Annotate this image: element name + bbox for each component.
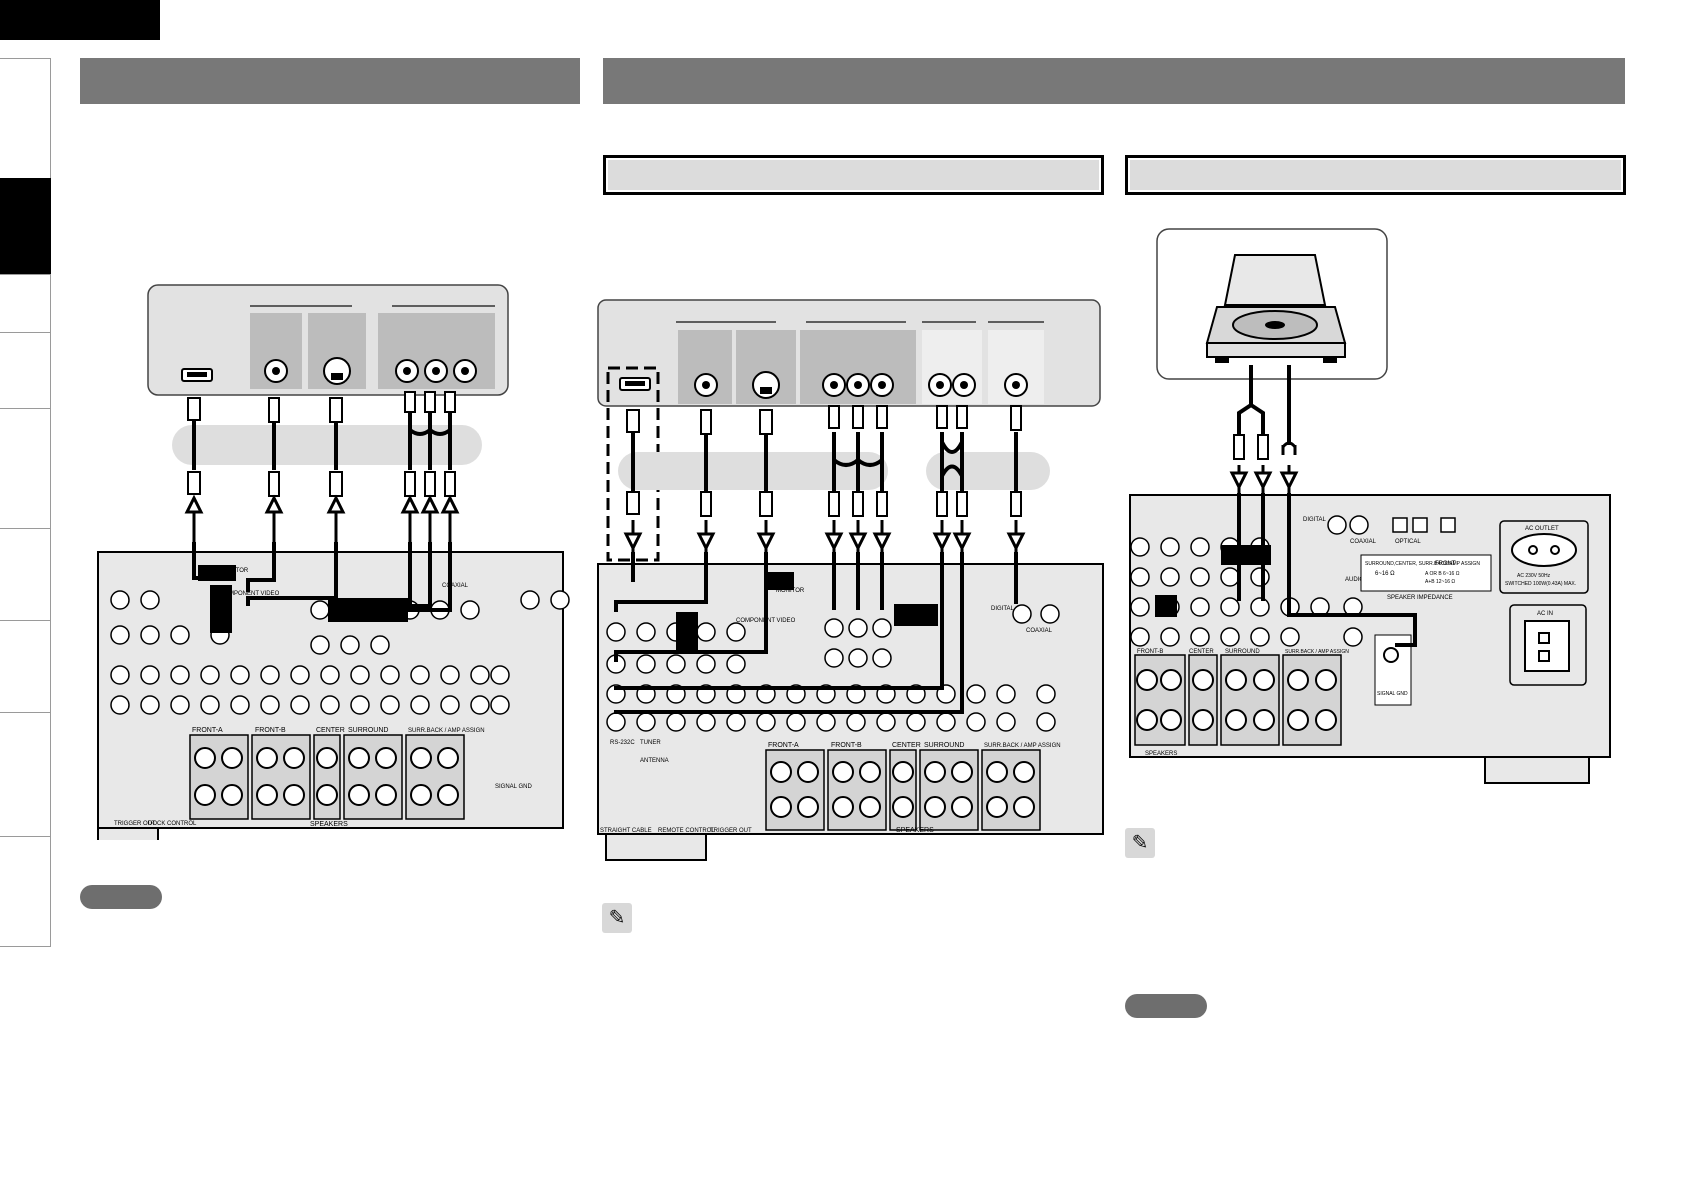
caution-pill-left: [80, 885, 162, 909]
svg-text:AC 230V 50Hz: AC 230V 50Hz: [1517, 573, 1551, 579]
svg-text:SURR.BACK / AMP ASSIGN: SURR.BACK / AMP ASSIGN: [408, 728, 485, 734]
svg-text:CENTER: CENTER: [892, 742, 921, 749]
svg-text:6~16 Ω: 6~16 Ω: [1375, 571, 1395, 577]
svg-text:FRONT: FRONT: [1435, 561, 1456, 567]
video-cables: [192, 410, 452, 470]
svg-text:DOCK CONTROL: DOCK CONTROL: [148, 821, 197, 827]
svg-text:SURROUND: SURROUND: [1225, 649, 1260, 655]
svg-text:TUNER: TUNER: [640, 740, 661, 746]
right-connection-diagram: OPTICAL COAXIAL DIGITAL AUDIO SURROUND,C…: [1129, 228, 1611, 784]
svg-text:MONITOR: MONITOR: [776, 588, 805, 594]
svg-text:SIGNAL GND: SIGNAL GND: [495, 784, 532, 790]
svg-text:FRONT-A: FRONT-A: [768, 742, 799, 749]
svg-text:DIGITAL: DIGITAL: [991, 606, 1015, 612]
section-header-left: [80, 58, 580, 104]
svg-text:FRONT-A: FRONT-A: [192, 727, 223, 734]
corner-tab: [0, 0, 160, 40]
svg-text:SWITCHED 100W(0.43A) MAX.: SWITCHED 100W(0.43A) MAX.: [1505, 581, 1576, 587]
side-tab-bottom-line: [0, 946, 51, 947]
svg-text:RS-232C: RS-232C: [610, 740, 635, 746]
middle-connection-diagram: FRONT-A FRONT-B CENTER SURROUND SURR.BAC…: [597, 299, 1104, 861]
side-tab-8[interactable]: [0, 712, 51, 837]
svg-text:TRIGGER OUT: TRIGGER OUT: [114, 821, 156, 827]
svg-text:SURROUND,CENTER, SURR.BACK/AMP: SURROUND,CENTER, SURR.BACK/AMP ASSIGN: [1365, 561, 1480, 567]
svg-text:AC OUTLET: AC OUTLET: [1525, 526, 1559, 532]
turntable-icon: [1205, 254, 1347, 363]
svg-text:SPEAKERS: SPEAKERS: [310, 821, 348, 828]
pencil-icon-2: ✎: [1125, 828, 1155, 858]
svg-text:SPEAKERS: SPEAKERS: [896, 827, 934, 834]
svg-text:SURR.BACK / AMP ASSIGN: SURR.BACK / AMP ASSIGN: [984, 743, 1061, 749]
svg-text:AUDIO: AUDIO: [1345, 577, 1364, 583]
receiver-rear-panel-right: OPTICAL COAXIAL DIGITAL AUDIO SURROUND,C…: [1129, 493, 1611, 784]
svg-text:SIGNAL GND: SIGNAL GND: [1377, 691, 1408, 697]
svg-text:SPEAKER IMPEDANCE: SPEAKER IMPEDANCE: [1387, 595, 1453, 601]
side-tab-6[interactable]: [0, 528, 51, 621]
svg-text:OPTICAL: OPTICAL: [1395, 539, 1421, 545]
svg-text:CENTER: CENTER: [1189, 649, 1214, 655]
svideo-jack-icon: [323, 357, 351, 385]
side-tab-1[interactable]: [0, 58, 51, 179]
svg-text:COMPONENT VIDEO: COMPONENT VIDEO: [220, 591, 280, 597]
video-cable-band: [618, 452, 888, 490]
svg-text:STRAIGHT CABLE: STRAIGHT CABLE: [600, 828, 652, 834]
subsection-header-turntable: [1125, 155, 1626, 195]
pencil-glyph: ✎: [608, 907, 626, 929]
receiver-rear-panel-left: FRONT-A FRONT-B CENTER SURROUND SURR.BAC…: [97, 542, 570, 840]
side-tab-5[interactable]: [0, 408, 51, 529]
left-connection-diagram: FRONT-A FRONT-B CENTER SURROUND SURR.BAC…: [97, 284, 570, 840]
caution-pill-right: [1125, 994, 1207, 1018]
cable-label-band: [172, 425, 482, 465]
audio-cable-band: [926, 452, 1050, 490]
pencil-glyph-2: ✎: [1131, 832, 1149, 854]
svg-text:A+B 12~16 Ω: A+B 12~16 Ω: [1425, 579, 1455, 585]
pencil-icon: ✎: [602, 903, 632, 933]
subsection-header-av: [603, 155, 1104, 195]
side-tab-4[interactable]: [0, 332, 51, 409]
svg-text:FRONT-B: FRONT-B: [255, 727, 286, 734]
svg-text:CENTER: CENTER: [316, 727, 345, 734]
side-tab-2-active[interactable]: [0, 178, 51, 275]
svg-text:SURR.BACK / AMP ASSIGN: SURR.BACK / AMP ASSIGN: [1285, 649, 1349, 655]
svg-text:COAXIAL: COAXIAL: [1026, 628, 1053, 634]
svg-text:FRONT-B: FRONT-B: [831, 742, 862, 749]
section-header-right: [603, 58, 1625, 104]
svg-text:TRIGGER OUT: TRIGGER OUT: [710, 828, 752, 834]
side-tab-3[interactable]: [0, 274, 51, 333]
svg-text:SURROUND: SURROUND: [348, 727, 388, 734]
svg-text:FRONT-B: FRONT-B: [1137, 649, 1163, 655]
svg-text:REMOTE CONTROL: REMOTE CONTROL: [658, 828, 715, 834]
side-tab-9[interactable]: [0, 836, 51, 947]
svg-text:COAXIAL: COAXIAL: [442, 583, 469, 589]
svg-text:ANTENNA: ANTENNA: [640, 758, 669, 764]
svg-text:AC IN: AC IN: [1537, 611, 1553, 617]
svg-text:COAXIAL: COAXIAL: [1350, 539, 1377, 545]
receiver-rear-panel-middle: FRONT-A FRONT-B CENTER SURROUND SURR.BAC…: [597, 552, 1104, 861]
svg-text:A OR B 6~16 Ω: A OR B 6~16 Ω: [1425, 571, 1460, 577]
svg-text:SPEAKERS: SPEAKERS: [1145, 751, 1177, 757]
svg-text:SURROUND: SURROUND: [924, 742, 964, 749]
svg-text:DIGITAL: DIGITAL: [1303, 517, 1327, 523]
side-tab-7[interactable]: [0, 620, 51, 713]
